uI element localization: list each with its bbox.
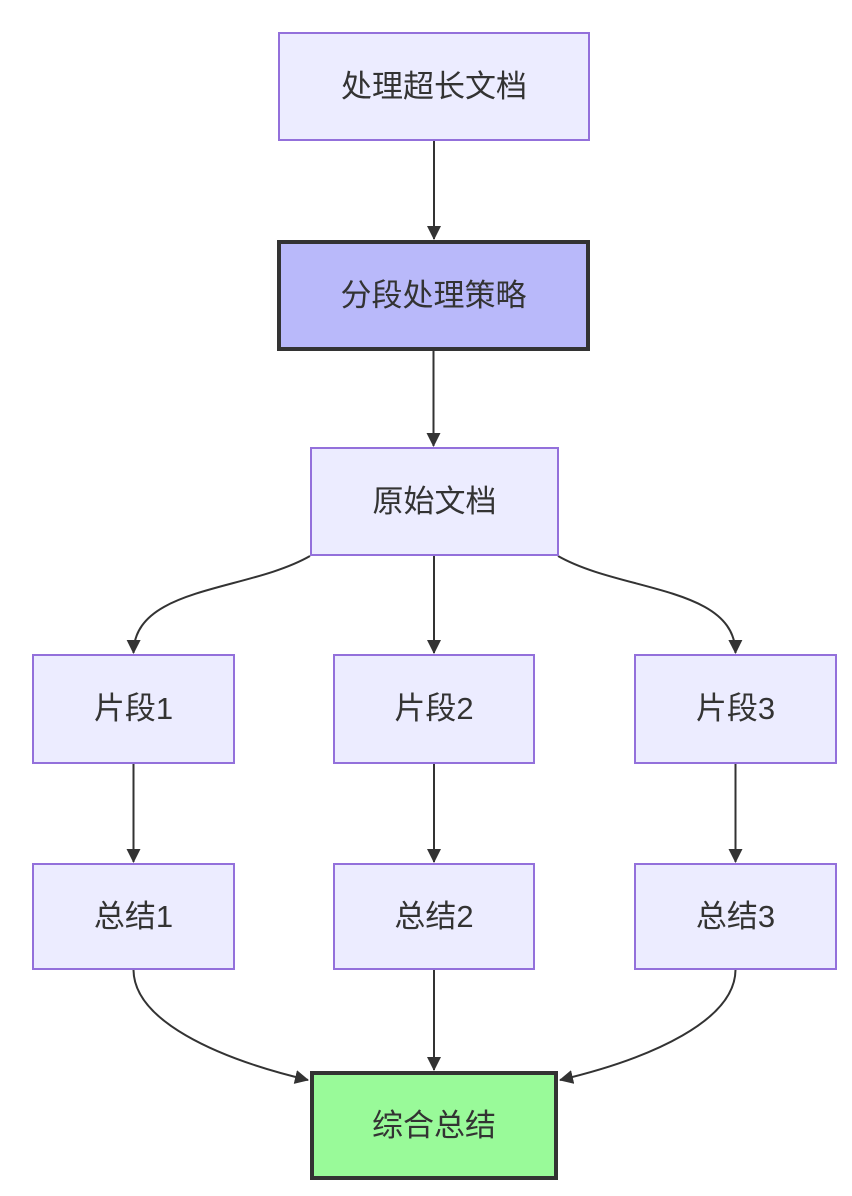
node-label: 总结2 <box>394 898 474 934</box>
node-fragment-1: 片段1 <box>32 654 235 764</box>
edge-c-d1 <box>126 555 311 654</box>
node-handle-long-document: 处理超长文档 <box>278 32 590 141</box>
node-label: 总结1 <box>93 898 174 934</box>
node-summary-2: 总结2 <box>333 863 535 970</box>
node-label: 综合总结 <box>372 1107 496 1143</box>
node-fragment-2: 片段2 <box>333 654 535 764</box>
node-label: 片段2 <box>394 691 474 727</box>
node-fragment-3: 片段3 <box>634 654 837 764</box>
node-summary-3: 总结3 <box>634 863 837 970</box>
node-original-document: 原始文档 <box>310 447 559 556</box>
edge-c-d3 <box>557 555 743 654</box>
node-label: 片段3 <box>695 691 776 727</box>
node-label: 片段1 <box>93 691 174 727</box>
node-summary-1: 总结1 <box>32 863 235 970</box>
node-label: 总结3 <box>695 898 776 934</box>
node-final-summary: 综合总结 <box>310 1071 558 1180</box>
edge-e1-f <box>132 969 309 1084</box>
node-label: 处理超长文档 <box>341 68 527 104</box>
node-label: 分段处理策略 <box>340 277 527 313</box>
node-segmentation-strategy: 分段处理策略 <box>277 240 590 351</box>
node-label: 原始文档 <box>372 483 497 519</box>
edge-e3-f <box>559 969 737 1084</box>
